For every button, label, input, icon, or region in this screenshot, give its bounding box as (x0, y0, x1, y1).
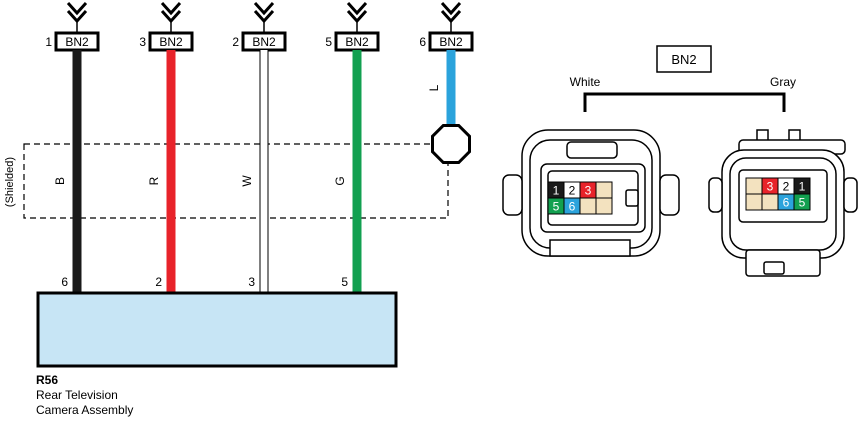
pin-number: 5 (553, 200, 560, 214)
pin-bottom-label: 3 (248, 275, 255, 289)
wire-arrow (440, 1, 462, 16)
wire-arrow (253, 1, 275, 16)
connector-pin: 6 (777, 193, 795, 211)
pin-bottom-label: 2 (155, 275, 162, 289)
connector-pin: 2 (563, 181, 581, 199)
pin-number: 6 (783, 196, 790, 210)
connector-pin (761, 193, 779, 211)
component-box (36, 291, 398, 368)
pin-number: 3 (767, 180, 774, 194)
connector-pin (745, 177, 763, 195)
connector-pin: 6 (563, 197, 581, 215)
wire-2: BN23R2CV– (139, 1, 194, 313)
connector-pin: 3 (761, 177, 779, 195)
shield-box (23, 143, 449, 219)
connector-pin (595, 197, 613, 215)
wire-color-code: L (427, 84, 441, 91)
connector-title-box (656, 45, 712, 73)
component-name-line1: Rear Television (36, 388, 118, 402)
component-code: R56 (36, 373, 59, 387)
connector-pin (595, 181, 613, 199)
connector-pin: 3 (579, 181, 597, 199)
pin-bottom-label: 5 (341, 275, 348, 289)
wire-color-code: R (147, 176, 161, 185)
pin-number: 2 (569, 184, 576, 198)
connector-pin: 2 (777, 177, 795, 195)
pin-top-label: 6 (419, 35, 426, 49)
pin-top-label: 3 (139, 35, 146, 49)
connector-title: BN2 (671, 52, 696, 67)
component-caption: R56 Rear Television Camera Assembly (36, 373, 133, 418)
gray-label: Gray (770, 75, 796, 89)
pin-number: 1 (553, 184, 560, 198)
connector-pin: 5 (547, 197, 565, 215)
wire-4: BN25G5CGND (325, 1, 380, 313)
wires-layer: BN21B6CB+BN23R2CV–BN22W3CV+BN25G5CGNDBN2… (45, 1, 474, 313)
pin-top-label: 5 (325, 35, 332, 49)
pin-number: 6 (569, 200, 576, 214)
pin-number: 3 (585, 184, 592, 198)
wire-color-code: B (53, 177, 67, 185)
pin-bottom-label: 6 (61, 275, 68, 289)
wire-3: BN22W3CV+ (232, 1, 287, 313)
component-name-line2: Camera Assembly (36, 403, 134, 417)
wire-color-code: W (240, 175, 254, 187)
pin-top-label: 1 (45, 35, 52, 49)
shield-ground-octagon (431, 124, 471, 164)
pin-number: 2 (783, 180, 790, 194)
connector-pair-bracket (583, 92, 786, 112)
connector-pin (745, 193, 763, 211)
pin-number: 5 (799, 196, 806, 210)
connector-pin (579, 197, 597, 215)
pin-number: 1 (799, 180, 806, 194)
connector-label: BN2 (345, 35, 369, 49)
wire-arrow (346, 1, 368, 16)
wire-arrow (66, 1, 88, 16)
wire-color-code: G (333, 176, 347, 185)
pin-top-label: 2 (232, 35, 239, 49)
connector-pin: 1 (547, 181, 565, 199)
connector-pin: 1 (793, 177, 811, 195)
wire-5: BN2 6L (419, 1, 474, 164)
connector-label: BN2 (65, 35, 89, 49)
wire-arrow (160, 1, 182, 16)
connector-label: BN2 (159, 35, 183, 49)
wire-1: BN21B6CB+ (45, 1, 100, 313)
white-label: White (570, 75, 601, 89)
shield-label: (Shielded) (4, 157, 16, 207)
connector-pin: 5 (793, 193, 811, 211)
connector-label: BN2 (252, 35, 276, 49)
connector-label: BN2 (439, 35, 463, 49)
